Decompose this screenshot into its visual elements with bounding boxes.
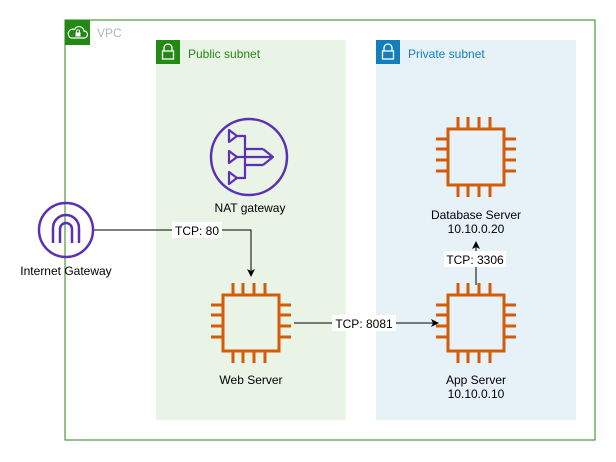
database-server-label: Database Server [431,208,521,222]
database-server-ip: 10.10.0.20 [448,222,505,236]
app-server-ip: 10.10.0.10 [448,387,505,401]
private-subnet-area [376,40,576,420]
internet-gateway-label: Internet Gateway [20,264,111,278]
public-subnet-lock-icon [156,40,180,64]
edge-igw-to-web [94,229,255,277]
private-subnet-lock-icon [376,40,400,64]
private-subnet-label: Private subnet [408,47,485,61]
internet-gateway-icon [37,201,95,259]
nat-gateway-label: NAT gateway [215,201,286,215]
web-server-label: Web Server [219,373,282,387]
nat-gateway-icon [209,117,289,197]
app-server-label: App Server [446,373,506,387]
vpc-cloud-lock-icon [65,20,90,45]
edge-label-tcp-80: TCP: 80 [175,224,219,238]
public-subnet-label: Public subnet [188,47,261,61]
vpc-boundary [64,19,596,441]
edge-label-tcp-3306: TCP: 3306 [446,253,504,267]
edge-label-tcp-8081: TCP: 8081 [335,317,393,331]
vpc-label: VPC [97,26,122,40]
